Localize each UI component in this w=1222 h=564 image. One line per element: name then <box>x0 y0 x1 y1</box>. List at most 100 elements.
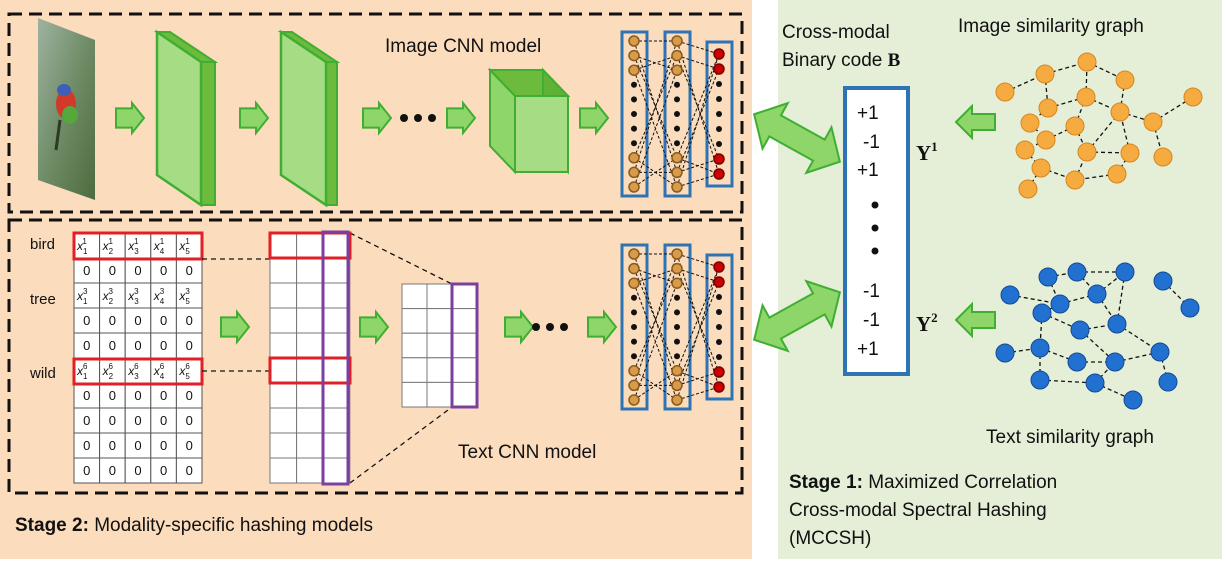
neuron <box>713 168 725 180</box>
text-code-double-arrow <box>752 279 842 353</box>
matrix-value: 0 <box>109 438 116 453</box>
fc-connection <box>633 55 678 158</box>
fc-connection <box>676 370 720 386</box>
embedding-cell <box>322 357 351 384</box>
pipeline-arrow <box>115 100 146 136</box>
embedding-column-highlight <box>321 230 350 486</box>
code-value: -1 <box>863 281 880 302</box>
embedding-cell <box>296 257 324 284</box>
pipeline-arrow <box>579 100 610 136</box>
embedding-cell <box>296 357 324 384</box>
embedding-cell <box>269 382 298 409</box>
matrix-value: 0 <box>160 438 167 453</box>
embedding-cell <box>322 457 351 484</box>
embedding-cell <box>269 257 298 284</box>
fc-connection <box>633 40 678 173</box>
neuron <box>628 152 640 164</box>
fc-layer-box <box>663 30 692 198</box>
graph-node <box>1143 112 1163 132</box>
matrix-value: 0 <box>134 438 141 453</box>
fc-connection <box>676 385 720 401</box>
image-model-box <box>7 12 744 214</box>
neuron-dot <box>631 324 637 330</box>
neuron <box>671 64 683 76</box>
matrix-value: x51 <box>178 237 190 256</box>
bird-row-highlight <box>72 231 204 261</box>
neuron <box>713 276 725 288</box>
neuron-dot <box>716 141 722 147</box>
fc-connection <box>676 253 721 388</box>
graph-node <box>1115 262 1135 282</box>
graph-node <box>1015 140 1035 160</box>
matrix-value: 0 <box>160 388 167 403</box>
graph-node <box>1067 262 1087 282</box>
matrix-cell <box>99 232 126 259</box>
matrix-cell <box>99 432 126 459</box>
embedding-cell <box>296 457 324 484</box>
conv-cell <box>401 283 428 310</box>
matrix-cell <box>73 382 101 409</box>
graph-node <box>1032 303 1052 323</box>
matrix-value: 0 <box>134 388 141 403</box>
conv-cell <box>451 332 478 359</box>
fc-connection <box>676 53 720 158</box>
fc-connection <box>676 40 720 56</box>
pipeline-arrow <box>446 100 477 136</box>
neuron-dot <box>716 294 722 300</box>
code-ellipsis <box>871 201 879 255</box>
text-ellipsis <box>532 323 568 331</box>
matrix-value: x16 <box>76 362 88 381</box>
graph-node <box>1183 87 1203 107</box>
neuron-dot <box>674 353 680 360</box>
matrix-value: x36 <box>127 362 139 381</box>
graph-node <box>1070 320 1090 340</box>
text-graph-arrow <box>954 301 996 339</box>
graph-node <box>1035 64 1055 84</box>
neuron <box>671 248 683 260</box>
word-label: tree <box>30 291 56 308</box>
matrix-cell <box>175 382 203 409</box>
svg-text:(MCCSH): (MCCSH) <box>789 528 871 549</box>
fc-connection <box>633 267 678 284</box>
graph-node <box>1120 143 1140 163</box>
matrix-value: x11 <box>76 237 88 256</box>
fc-connection <box>633 268 678 371</box>
text-graph-title: Text similarity graph <box>986 427 1154 448</box>
matrix-cell <box>124 257 152 284</box>
matrix-cell <box>150 332 177 359</box>
fc-connection <box>633 157 678 188</box>
fc-connection <box>676 266 721 401</box>
conv-column-highlight <box>450 282 479 409</box>
embedding-matrix <box>269 232 351 484</box>
hash-layer-box <box>705 253 734 401</box>
embedding-cell <box>269 432 298 459</box>
graph-node <box>1036 130 1056 150</box>
image-pipeline-arrows <box>115 100 618 345</box>
matrix-cell <box>150 457 177 484</box>
matrix-cell <box>99 307 126 334</box>
code-value: -1 <box>863 132 880 153</box>
graph-node <box>1077 142 1097 162</box>
text-model-label: Text CNN model <box>458 442 596 463</box>
graph-node <box>1150 342 1170 362</box>
matrix-cell <box>175 457 203 484</box>
feature-map-1 <box>153 29 219 208</box>
graph-node <box>1031 158 1051 178</box>
input-image <box>38 18 95 200</box>
matrix-value: x33 <box>127 287 139 306</box>
embedding-cell <box>269 407 298 434</box>
matrix-value: 0 <box>109 313 116 328</box>
code-value: -1 <box>863 310 880 331</box>
matrix-value: 0 <box>186 463 193 478</box>
neuron-dot <box>716 81 722 87</box>
graph-node <box>995 343 1015 363</box>
matrix-value: 0 <box>109 388 116 403</box>
matrix-value: x26 <box>102 362 114 381</box>
matrix-value: 0 <box>134 263 141 278</box>
fc-connection <box>676 55 720 71</box>
graph-node <box>1077 52 1097 72</box>
matrix-cell <box>150 407 177 434</box>
neuron-dot <box>716 111 722 117</box>
matrix-value: 0 <box>134 413 141 428</box>
neuron-dot <box>674 309 680 316</box>
